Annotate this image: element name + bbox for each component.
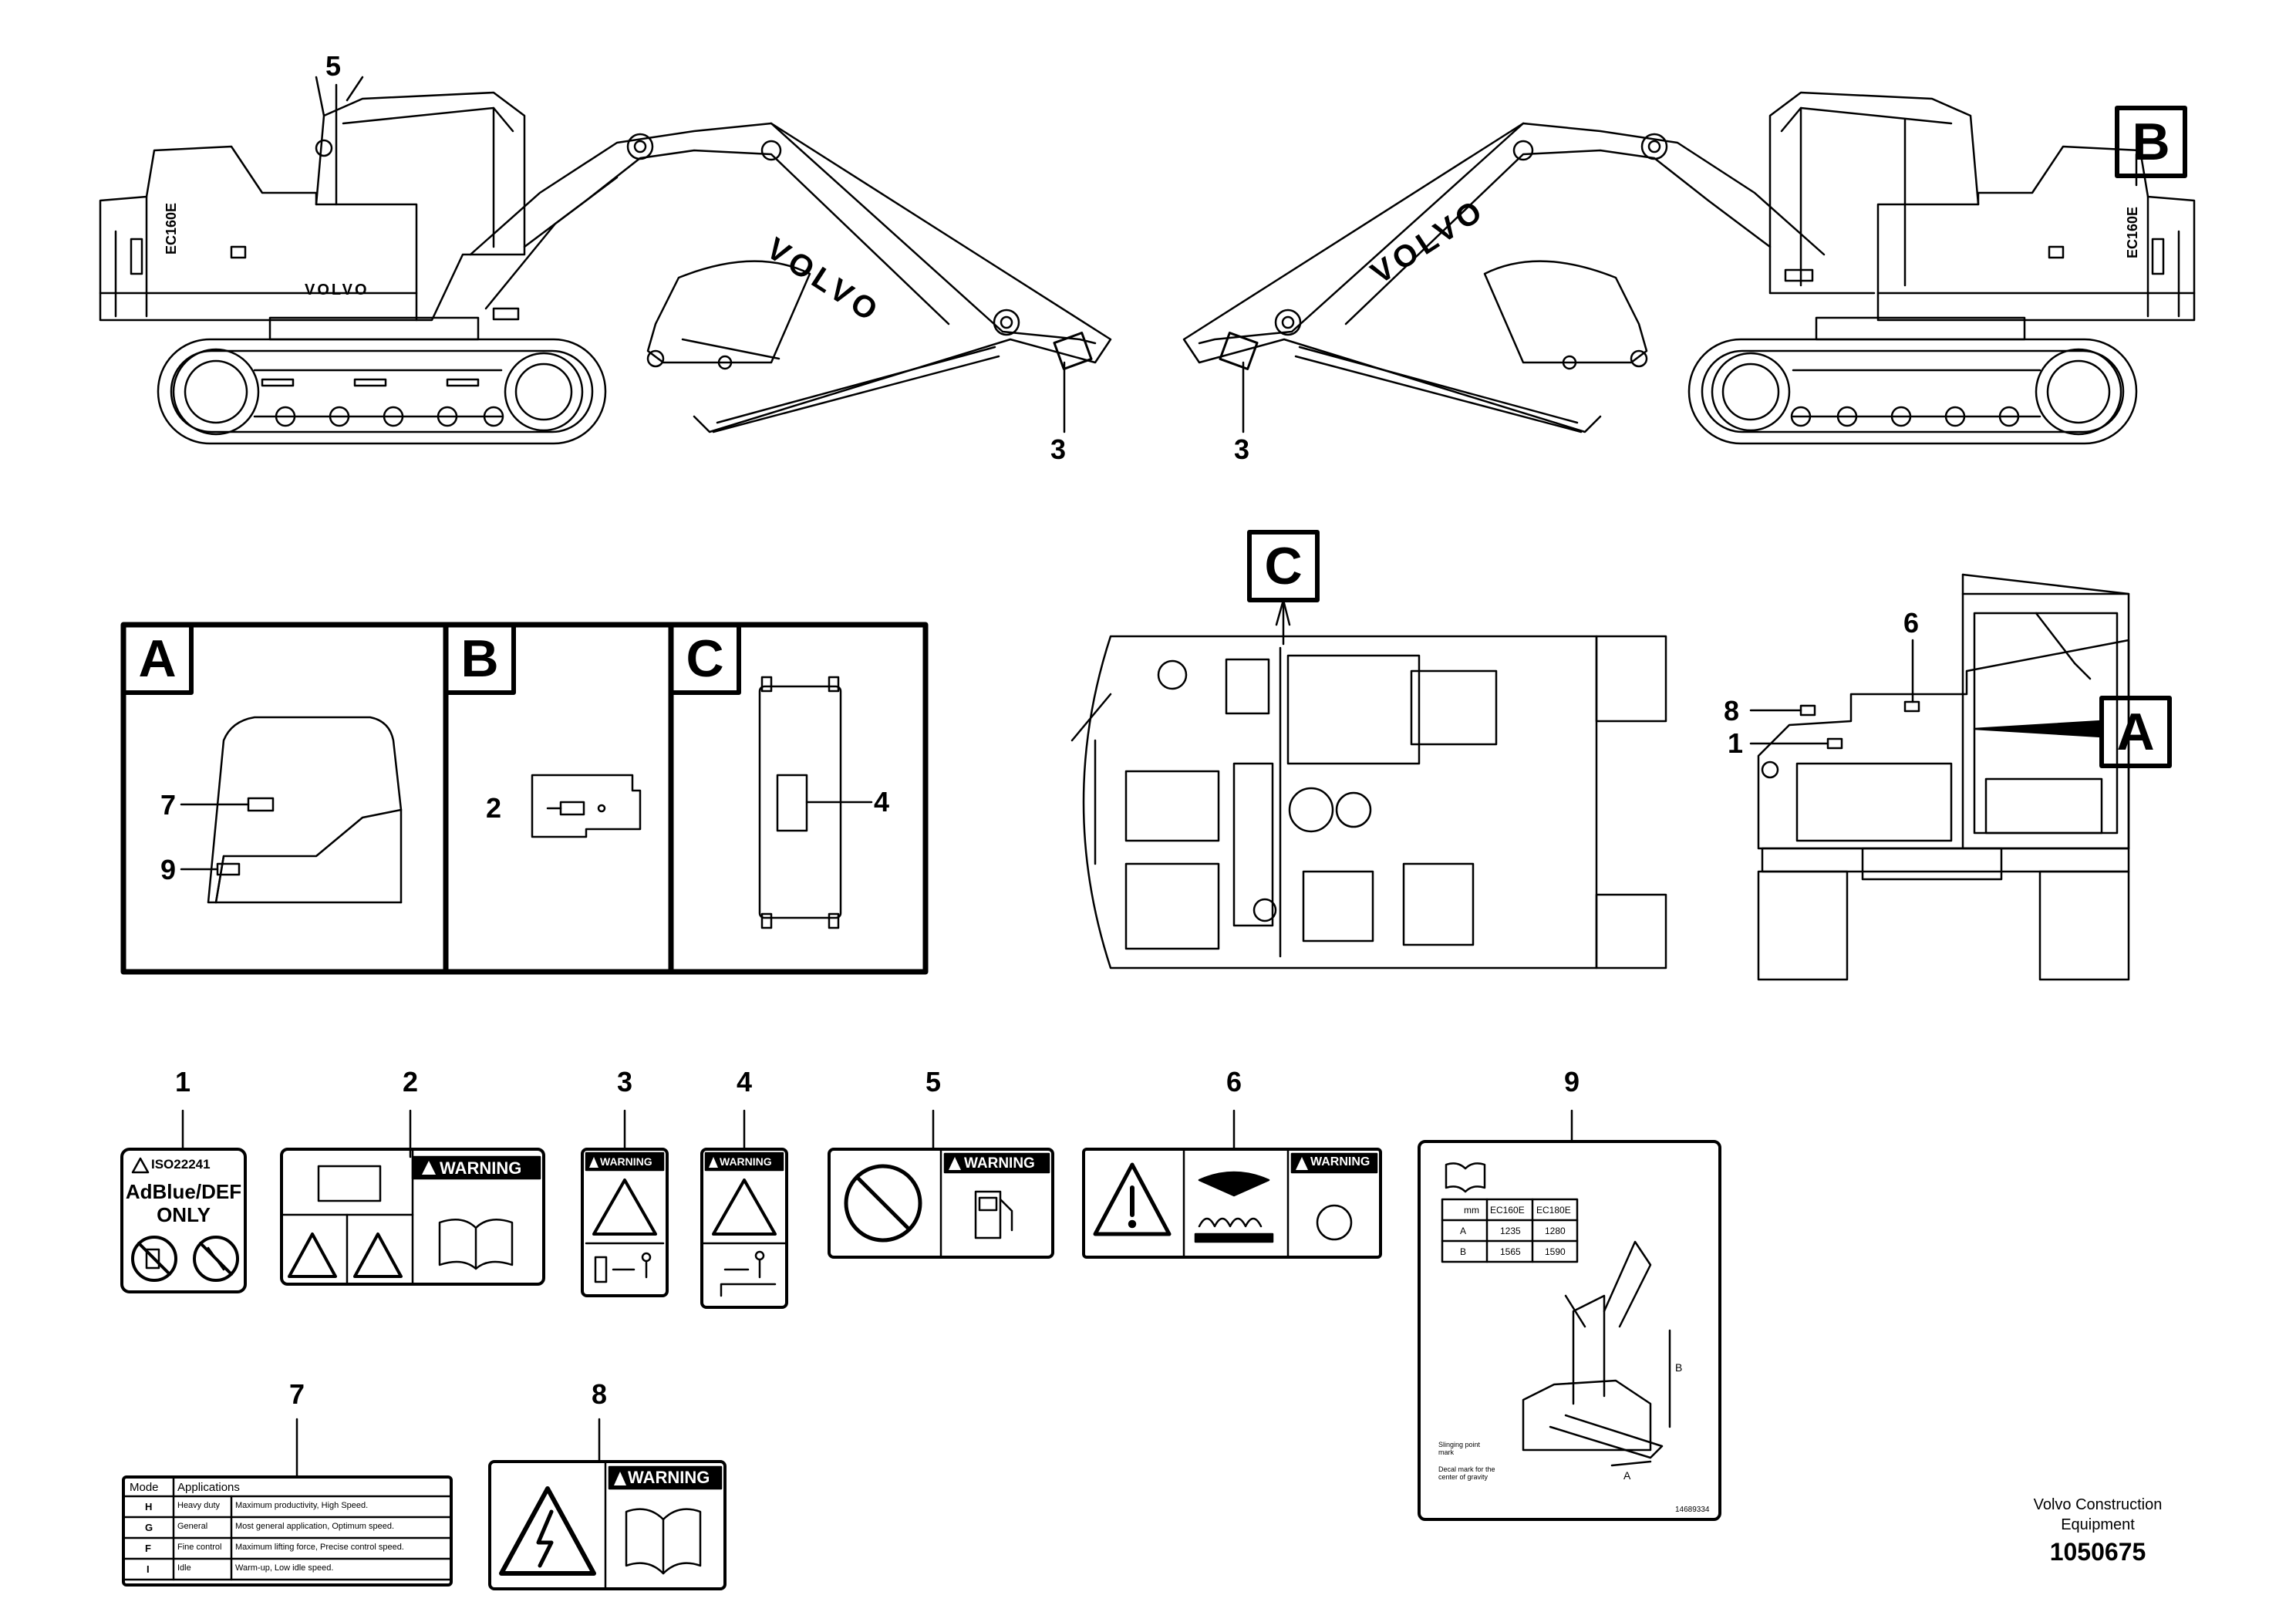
decal9-note-cog: Decal mark for the center of gravity: [1438, 1465, 1495, 1481]
decal8-warning-text: WARNING: [628, 1468, 710, 1487]
rear-view-machine: [1749, 573, 2172, 981]
decal9-dim-b: B: [1675, 1361, 1683, 1374]
decal7-row4-desc: Warm-up, Low idle speed.: [235, 1563, 334, 1573]
callout-1-rear: 1: [1728, 727, 1744, 759]
decal9-row-a-label: A: [1460, 1226, 1467, 1236]
decal7-row3-desc: Maximum lifting force, Precise control s…: [235, 1543, 404, 1552]
decal9-note-slinging: Slinging point mark: [1438, 1441, 1481, 1456]
decal-1-adblue: [120, 1109, 247, 1293]
decal-2-battery-warning: [280, 1109, 545, 1286]
callout-2-detail: 2: [486, 792, 502, 824]
callout-8-rear: 8: [1724, 695, 1740, 727]
decal9-row-a-ec180e: 1280: [1545, 1226, 1566, 1236]
top-view-upper-structure: [1070, 530, 1667, 969]
callout-5-top: 5: [325, 50, 342, 82]
decal7-row2-mode: G: [145, 1522, 153, 1533]
footer-figure-number: 1050675: [2049, 1538, 2146, 1566]
view-letter-C-top: C: [1264, 537, 1303, 595]
decal9-header-ec180e: EC180E: [1536, 1205, 1571, 1216]
decal9-row-b-ec180e: 1590: [1545, 1246, 1566, 1257]
decal-number-1: 1: [175, 1066, 191, 1098]
decal-9-lifting-info: [1418, 1109, 1721, 1521]
view-letter-A-rear: A: [2116, 703, 2155, 761]
decal-number-2: 2: [403, 1066, 419, 1098]
decal7-row3-name: Fine control: [177, 1543, 222, 1552]
callout-4-detail: 4: [874, 786, 890, 818]
decal9-row-b-ec160e: 1565: [1500, 1246, 1521, 1257]
callout-9-detail: 9: [160, 854, 177, 885]
decal-number-5: 5: [925, 1066, 942, 1098]
decal7-row1-mode: H: [145, 1501, 153, 1512]
decal1-line2: ONLY: [157, 1203, 211, 1226]
decal2-warning-text: WARNING: [440, 1158, 522, 1178]
footer-company-line2: Equipment: [2061, 1516, 2135, 1533]
decal7-header-applications: Applications: [177, 1481, 240, 1494]
decal3-warning-text: WARNING: [600, 1155, 652, 1168]
decal9-row-a-ec160e: 1235: [1500, 1226, 1521, 1236]
decal7-row2-name: General: [177, 1522, 208, 1531]
decal-number-3: 3: [617, 1066, 633, 1098]
decal9-header-mm: mm: [1464, 1205, 1479, 1216]
decal5-warning-text: WARNING: [964, 1155, 1035, 1172]
decal-number-8: 8: [592, 1378, 608, 1410]
decal9-row-b-label: B: [1460, 1246, 1467, 1257]
decal7-row4-mode: I: [147, 1563, 150, 1575]
decal7-row3-mode: F: [145, 1543, 151, 1554]
decal7-row1-name: Heavy duty: [177, 1501, 221, 1510]
decal-7-mode-table: [122, 1418, 453, 1587]
decal9-header-ec160e: EC160E: [1490, 1205, 1525, 1216]
callout-3-left: 3: [1050, 433, 1067, 465]
model-badge-left: EC160E: [164, 202, 179, 255]
callout-6-rear: 6: [1903, 607, 1920, 639]
decal1-code: ISO22241: [151, 1157, 211, 1172]
callout-3-right: 3: [1234, 433, 1250, 465]
callout-7-detail: 7: [160, 789, 177, 821]
footer-company-line1: Volvo Construction: [2033, 1496, 2163, 1513]
excavator-left-side-view: [99, 76, 1112, 445]
decal4-warning-text: WARNING: [720, 1155, 772, 1168]
excavator-right-side-view: [1182, 91, 2196, 445]
detail-letter-A: A: [138, 629, 177, 688]
decal-number-4: 4: [737, 1066, 753, 1098]
decal9-part-number: 14689334: [1675, 1506, 1710, 1514]
decal6-warning-text: WARNING: [1310, 1155, 1371, 1168]
decal-6-hot-surface-warning: [1082, 1109, 1382, 1259]
decal9-dim-a: A: [1623, 1469, 1631, 1482]
decal-number-7: 7: [289, 1378, 305, 1410]
decal-5-no-fire-fuel: [828, 1109, 1054, 1259]
decal-number-6: 6: [1226, 1066, 1242, 1098]
decal-number-9: 9: [1564, 1066, 1580, 1098]
decal7-row2-desc: Most general application, Optimum speed.: [235, 1522, 395, 1531]
decal7-row4-name: Idle: [177, 1563, 191, 1573]
detail-views-frame: [120, 622, 929, 975]
decal-4-crush-warning: [700, 1109, 788, 1309]
decal-8-electric-warning: [488, 1418, 727, 1590]
brand-text-left-body: VOLVO: [305, 282, 369, 298]
detail-letter-C: C: [686, 629, 724, 688]
decal1-line1: AdBlue/DEF: [125, 1180, 242, 1203]
decal-3-crush-warning: [581, 1109, 669, 1297]
decal7-header-mode: Mode: [130, 1481, 159, 1494]
model-badge-right: EC160E: [2125, 206, 2140, 258]
view-letter-B-top: B: [2132, 113, 2170, 171]
detail-letter-B: B: [460, 629, 499, 688]
decal7-row1-desc: Maximum productivity, High Speed.: [235, 1501, 369, 1510]
